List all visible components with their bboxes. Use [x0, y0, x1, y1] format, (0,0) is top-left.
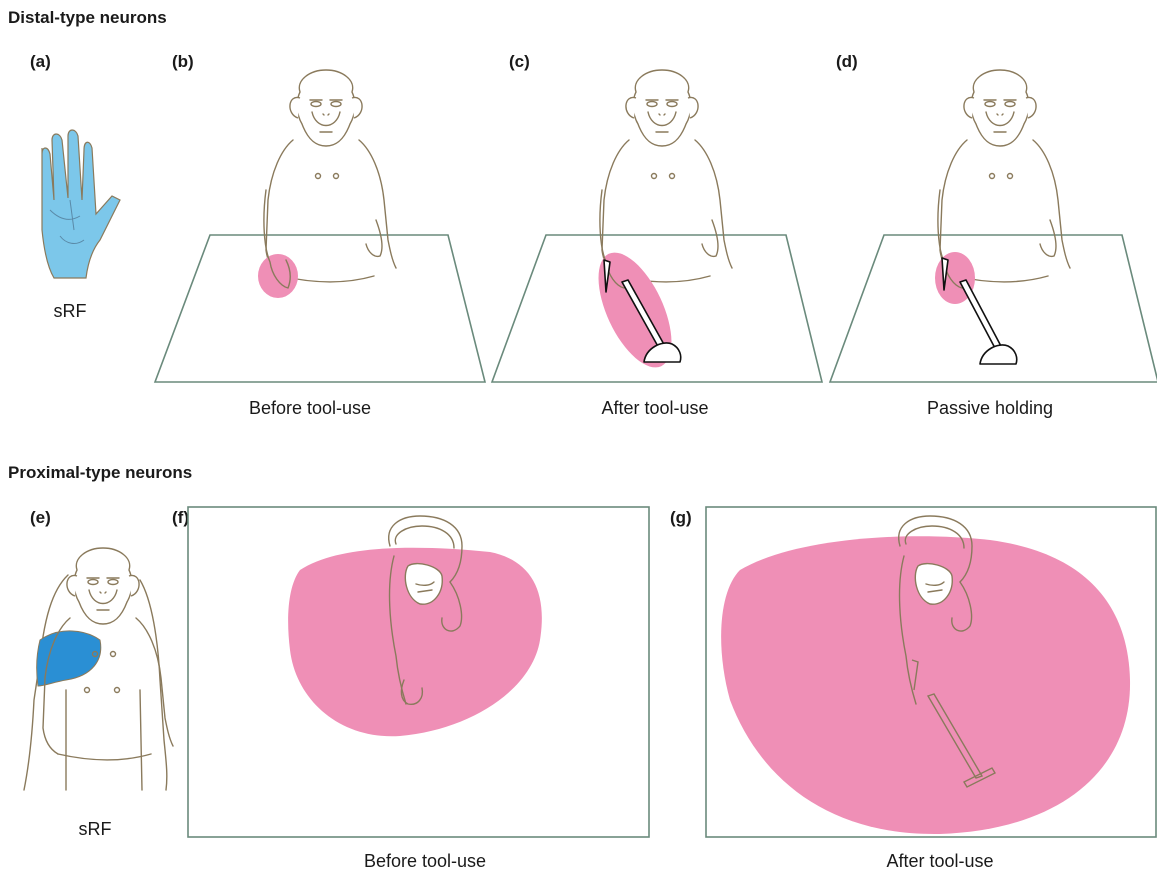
shoulder-srf	[37, 631, 101, 686]
panel-c-scene	[492, 70, 822, 382]
panel-g-scene	[706, 507, 1156, 837]
hand-srf-icon	[42, 130, 120, 278]
panel-e-scene	[24, 548, 173, 790]
panel-d-scene	[830, 70, 1157, 382]
receptive-field-hand	[258, 254, 298, 298]
panel-b-scene	[155, 70, 485, 382]
panel-f-scene	[188, 507, 649, 837]
